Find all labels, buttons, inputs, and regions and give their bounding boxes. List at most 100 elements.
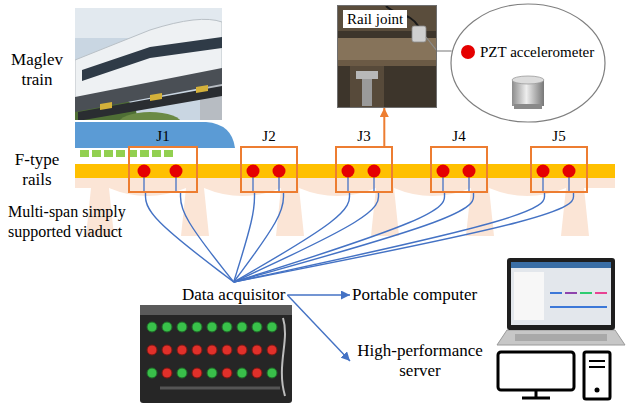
cable [282, 318, 285, 396]
connector-red [162, 345, 172, 355]
connector-green [207, 322, 217, 332]
viaduct-pier [181, 188, 209, 236]
train-bogies [78, 86, 222, 120]
waveform [550, 306, 607, 308]
connector-green [237, 322, 247, 332]
laptop-titlebar [511, 262, 611, 268]
acquisitor-photo [140, 305, 292, 403]
connector-red [237, 345, 247, 355]
tower-slot [589, 360, 605, 362]
laptop-icon [497, 258, 625, 345]
server-icon [498, 352, 610, 399]
wire-stub [143, 177, 144, 193]
sensor-dots [138, 165, 576, 178]
sensor-dot [463, 165, 476, 178]
connector [287, 294, 350, 295]
wire-stub [175, 177, 176, 193]
joint-box: J5 [530, 128, 588, 193]
joint-box: J4 [430, 128, 488, 193]
case-edge [160, 387, 280, 390]
bolt-head [356, 71, 378, 79]
connector-green [252, 322, 262, 332]
connector [287, 295, 350, 361]
callout-ellipse: PZT accelerometer [450, 3, 606, 123]
magnet [164, 150, 173, 157]
connector [437, 50, 452, 51]
laptop-screen [507, 258, 615, 330]
power-button [595, 388, 600, 393]
waveform [565, 292, 577, 294]
f-type-rail [75, 164, 615, 178]
connector-red [192, 368, 202, 378]
connector-red [162, 368, 172, 378]
red-connectors [147, 345, 277, 378]
rail-joint-photo [337, 5, 437, 108]
connector [234, 193, 445, 282]
rail-plate [350, 66, 384, 108]
connector-red [222, 368, 232, 378]
joint-box: J1 [128, 128, 198, 193]
connector-green [177, 368, 187, 378]
wire-stub [347, 177, 348, 193]
joint-label: J3 [335, 128, 393, 145]
joint-frame [430, 146, 488, 193]
connector-red [177, 345, 187, 355]
connector-red [267, 345, 277, 355]
viaduct-pier [561, 188, 589, 236]
waveform [580, 292, 592, 294]
connector [234, 193, 474, 282]
connector-red [192, 345, 202, 355]
sensor-dot [563, 165, 576, 178]
device-label: Portable computer [352, 285, 477, 305]
laptop-display [511, 262, 611, 325]
connector-red [252, 345, 262, 355]
connector-green [147, 322, 157, 332]
monitor-stand [535, 390, 538, 397]
callout-text: PZT accelerometer [480, 44, 594, 61]
waveform [595, 292, 607, 294]
rail-beam [337, 60, 437, 66]
connector-green [177, 322, 187, 332]
connector-red [222, 345, 232, 355]
wire-stub [278, 177, 279, 193]
connector [234, 193, 545, 282]
photo-frame: Rail joint [337, 5, 437, 108]
callout-ellipse-outline [451, 4, 605, 122]
joint-frame [335, 146, 393, 193]
acquisitor-case [140, 305, 292, 315]
connector [181, 193, 234, 282]
tower [584, 352, 610, 399]
monitor-base [522, 397, 550, 400]
joint-box: J3 [335, 128, 393, 193]
sensor-dot [461, 45, 475, 59]
device-node: Portable computer [350, 282, 479, 308]
green-connectors [147, 322, 277, 378]
bolt [362, 76, 372, 106]
connector-green [147, 368, 157, 378]
magnet [140, 150, 149, 157]
monitor [498, 352, 574, 390]
device-node: High-performance server [350, 338, 490, 384]
joint-frame [128, 146, 198, 193]
sensor-dot [368, 165, 381, 178]
device-label: Data acquisitor [182, 285, 285, 305]
joint-frame [530, 146, 588, 193]
connector-green [267, 322, 277, 332]
tower-slot [589, 366, 605, 368]
photo-ground [337, 5, 437, 108]
joint-label: J5 [530, 128, 588, 145]
sensor-dot [138, 165, 151, 178]
sensor [412, 26, 426, 42]
device-label: High-performance server [352, 341, 488, 381]
magnet [104, 150, 113, 157]
connector-green [162, 322, 172, 332]
accelerometer-top [512, 76, 544, 84]
part-label: Multi-span simply supported viaduct [8, 202, 133, 242]
waveform [550, 292, 562, 294]
magnet [116, 150, 125, 157]
device-node: Data acquisitor [180, 282, 287, 308]
photo-caption: Rail joint [343, 10, 407, 28]
joint-label: J2 [240, 128, 298, 145]
sensor-dot [170, 165, 183, 178]
